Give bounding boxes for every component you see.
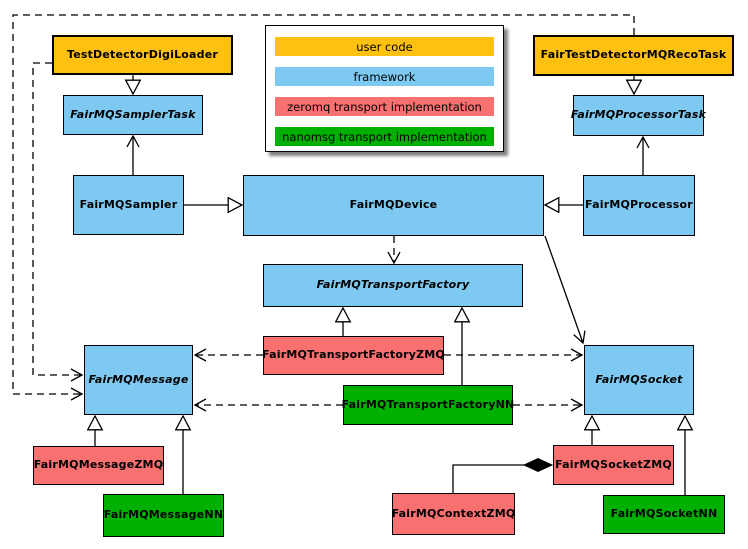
edge-composition-contextzmq-socketzmq (452, 465, 551, 493)
node-fairmq-processor: FairMQProcessor (583, 175, 695, 236)
node-fairmq-message: FairMQMessage (84, 345, 193, 415)
legend-label: framework (353, 69, 416, 84)
node-fairmq-transport-factory-nn: FairMQTransportFactoryNN (342, 385, 514, 425)
node-fairmq-transport-factory-zmq: FairMQTransportFactoryZMQ (262, 336, 445, 375)
node-fairmq-transport-factory: FairMQTransportFactory (263, 264, 523, 307)
node-fair-test-detector-mq-reco-task: FairTestDetectorMQRecoTask (533, 35, 734, 76)
node-test-detector-digi-loader: TestDetectorDigiLoader (52, 35, 233, 75)
legend-label: user code (356, 39, 413, 54)
edge-dependency-recotask-message (12, 14, 635, 401)
node-fairmq-processor-task: FairMQProcessorTask (571, 95, 706, 136)
legend-item-framework: framework (275, 67, 494, 86)
legend-item-nanomsg: nanomsg transport implementation (275, 127, 494, 146)
legend-item-user-code: user code (275, 37, 494, 56)
node-fairmq-context-zmq: FairMQContextZMQ (392, 493, 515, 535)
node-fairmq-socket-zmq: FairMQSocketZMQ (553, 445, 674, 485)
edge-association-device-socket (544, 235, 586, 345)
legend-item-zeromq: zeromq transport implementation (275, 97, 494, 116)
edge-dependency-digiloader-message (32, 62, 84, 382)
node-fairmq-socket-nn: FairMQSocketNN (603, 495, 725, 534)
node-fairmq-sampler-task: FairMQSamplerTask (63, 95, 203, 135)
legend-label: zeromq transport implementation (287, 99, 482, 114)
node-fairmq-socket: FairMQSocket (584, 345, 694, 415)
node-fairmq-sampler: FairMQSampler (73, 175, 184, 235)
node-fairmq-message-nn: FairMQMessageNN (103, 494, 224, 537)
node-fairmq-message-zmq: FairMQMessageZMQ (33, 446, 164, 485)
legend-label: nanomsg transport implementation (282, 129, 487, 144)
node-fairmq-device: FairMQDevice (243, 175, 544, 236)
legend: user code framework zeromq transport imp… (265, 25, 504, 152)
